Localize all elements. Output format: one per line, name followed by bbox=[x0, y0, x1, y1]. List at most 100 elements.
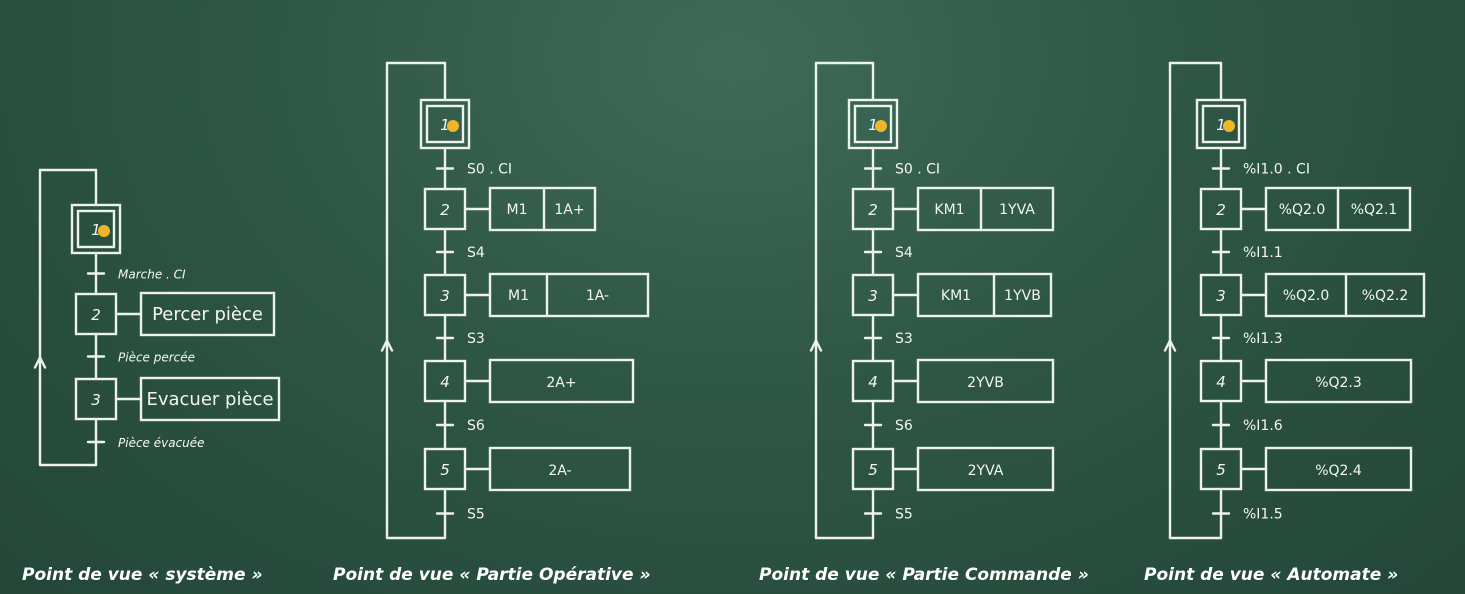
transition-2[interactable]: Pièce percée bbox=[86, 351, 195, 365]
action-label: 1A- bbox=[586, 288, 609, 304]
step-5[interactable]: 5 2YVA bbox=[851, 446, 1055, 492]
active-token-icon bbox=[447, 120, 459, 132]
transition-4[interactable]: S6 bbox=[863, 418, 913, 434]
step-2[interactable]: 2 KM1 1YVA bbox=[851, 186, 1055, 232]
step-1[interactable]: 1 bbox=[419, 98, 471, 150]
action-label: %Q2.2 bbox=[1362, 288, 1409, 304]
active-token-icon bbox=[1223, 120, 1235, 132]
step-number: 1 bbox=[440, 116, 450, 134]
step-number: 3 bbox=[868, 287, 878, 305]
initial-step-inner bbox=[853, 104, 893, 144]
loop-arrow-icon bbox=[33, 356, 47, 369]
active-token-icon bbox=[98, 225, 110, 237]
action-label: 1YVB bbox=[1004, 288, 1041, 304]
transition-2[interactable]: %I1.1 bbox=[1211, 245, 1283, 261]
step-4[interactable]: 4%Q2.3 bbox=[1199, 358, 1413, 404]
transition-1[interactable]: S0 . CI bbox=[435, 162, 512, 178]
transition-3[interactable]: %I1.3 bbox=[1211, 331, 1283, 347]
step-number: 3 bbox=[440, 287, 450, 305]
loop-arrow-icon bbox=[809, 339, 823, 352]
action-box bbox=[488, 446, 632, 492]
step-2[interactable]: 2%Q2.0%Q2.1 bbox=[1199, 186, 1412, 232]
action-label: KM1 bbox=[934, 202, 964, 218]
view-title: Point de vue « Partie Opérative » bbox=[333, 565, 651, 585]
step-4[interactable]: 4 2YVB bbox=[851, 358, 1055, 404]
action-label: M1 bbox=[508, 288, 529, 304]
step-number: 2 bbox=[868, 201, 878, 219]
transition-2[interactable]: S4 bbox=[863, 245, 913, 261]
action-box bbox=[916, 358, 1055, 404]
transition-condition: S5 bbox=[895, 507, 913, 523]
loop-arrow-icon bbox=[1163, 339, 1177, 352]
action-label: 1A+ bbox=[554, 202, 584, 218]
action-box bbox=[1264, 446, 1413, 492]
active-token-icon bbox=[875, 120, 887, 132]
transition-4[interactable]: S6 bbox=[435, 418, 485, 434]
action-label: Percer pièce bbox=[152, 304, 263, 325]
transition-5[interactable]: S5 bbox=[435, 507, 485, 523]
step-number: 4 bbox=[868, 373, 878, 391]
view-title: Point de vue « système » bbox=[22, 565, 263, 585]
action-box bbox=[139, 376, 281, 422]
step-1[interactable]: 1 bbox=[847, 98, 899, 150]
transition-condition: S6 bbox=[895, 418, 913, 434]
transition-condition: %I1.1 bbox=[1243, 245, 1283, 261]
action-label: 1YVA bbox=[999, 202, 1035, 218]
transition-condition: S3 bbox=[467, 331, 485, 347]
transition-3[interactable]: S3 bbox=[863, 331, 913, 347]
transition-condition: S4 bbox=[467, 245, 485, 261]
transition-3[interactable]: S3 bbox=[435, 331, 485, 347]
initial-step-inner bbox=[1201, 104, 1241, 144]
action-box bbox=[488, 186, 597, 232]
step-1[interactable]: 1 bbox=[70, 203, 122, 255]
step-number: 4 bbox=[440, 373, 450, 391]
action-box bbox=[916, 186, 1055, 232]
step-3[interactable]: 3 M1 1A- bbox=[423, 272, 650, 318]
transition-condition: S3 bbox=[895, 331, 913, 347]
action-label: Evacuer pièce bbox=[146, 389, 273, 410]
action-label: %Q2.4 bbox=[1315, 463, 1362, 479]
step-1[interactable]: 1 bbox=[1195, 98, 1247, 150]
transition-4[interactable]: %I1.6 bbox=[1211, 418, 1283, 434]
action-box bbox=[139, 291, 276, 337]
transition-condition: %I1.0 . CI bbox=[1243, 162, 1310, 178]
step-number: 2 bbox=[1216, 201, 1226, 219]
transition-5[interactable]: %I1.5 bbox=[1211, 507, 1283, 523]
transition-1[interactable]: Marche . CI bbox=[86, 268, 186, 282]
transition-2[interactable]: S4 bbox=[435, 245, 485, 261]
action-label: 2YVA bbox=[968, 463, 1004, 479]
step-number: 5 bbox=[1216, 461, 1226, 479]
step-number: 5 bbox=[868, 461, 878, 479]
step-5[interactable]: 5 %Q2.4 bbox=[1199, 446, 1413, 492]
action-label: %Q2.0 bbox=[1279, 202, 1326, 218]
grafcet-automate: 1%I1.0 . CI2%Q2.0%Q2.1%I1.13%Q2.0%Q2.2%I… bbox=[1144, 61, 1426, 585]
transition-condition: %I1.5 bbox=[1243, 507, 1283, 523]
action-label: 2A+ bbox=[546, 375, 576, 391]
action-label: %Q2.3 bbox=[1315, 375, 1362, 391]
action-box bbox=[916, 446, 1055, 492]
transition-condition: S4 bbox=[895, 245, 913, 261]
initial-step-inner bbox=[425, 104, 465, 144]
step-number: 1 bbox=[91, 221, 101, 239]
action-label: 2YVB bbox=[967, 375, 1004, 391]
step-3[interactable]: 3%Q2.0%Q2.2 bbox=[1199, 272, 1426, 318]
transition-1[interactable]: S0 . CI bbox=[863, 162, 940, 178]
action-box bbox=[1264, 358, 1413, 404]
step-4[interactable]: 4 2A+ bbox=[423, 358, 635, 404]
transition-3[interactable]: Pièce évacuée bbox=[86, 436, 205, 450]
transition-condition: S0 . CI bbox=[467, 162, 512, 178]
action-label: %Q2.0 bbox=[1283, 288, 1330, 304]
transition-1[interactable]: %I1.0 . CI bbox=[1211, 162, 1310, 178]
transition-5[interactable]: S5 bbox=[863, 507, 913, 523]
step-number: 2 bbox=[440, 201, 450, 219]
step-number: 1 bbox=[868, 116, 878, 134]
action-box bbox=[488, 358, 635, 404]
